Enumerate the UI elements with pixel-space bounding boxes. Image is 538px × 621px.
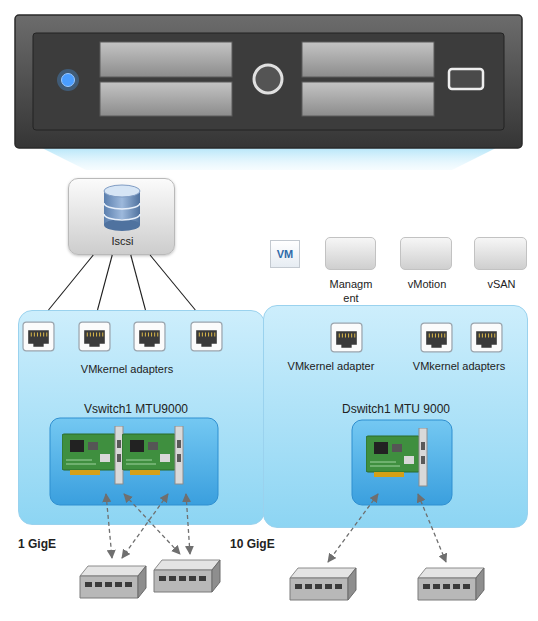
node-label: Iscsi — [69, 234, 176, 248]
drive-bay — [302, 82, 434, 116]
node-label: Vswitch1 MTU9000 — [56, 402, 216, 416]
network-port — [331, 323, 362, 352]
iscsi-cable — [98, 255, 113, 310]
service-box: vMotion — [400, 237, 452, 270]
vswitch-band: VMkernel adaptersVswitch1 MTU9000 — [18, 310, 265, 525]
nic-card — [62, 426, 123, 484]
nic-card — [122, 426, 183, 484]
node-label: VMkernel adapter — [276, 359, 386, 373]
node-label: VMkernel adapters — [404, 359, 514, 373]
server-glow — [38, 146, 500, 170]
network-port — [471, 323, 502, 352]
power-led-glow — [57, 69, 79, 91]
link-speed-label: 10 GigE — [230, 537, 275, 551]
dswitch-band: VMkernel adapter VMkernel adaptersDswitch… — [263, 305, 528, 528]
node-label: vMotion — [395, 277, 459, 291]
physical-switch — [80, 566, 146, 598]
uplink-arrow — [106, 494, 112, 558]
iscsi-cable — [150, 255, 195, 310]
network-port — [79, 322, 110, 351]
uplink-arrows — [106, 494, 446, 562]
network-port — [134, 322, 165, 351]
node-label: VMkernel adapters — [57, 362, 197, 376]
drive-bay — [100, 82, 232, 116]
uplink-arrow — [124, 494, 180, 554]
power-button — [254, 65, 282, 93]
uplink-arrow — [186, 494, 190, 554]
storage-box: Iscsi — [68, 178, 175, 255]
database-ring — [104, 203, 140, 220]
network-port — [23, 322, 54, 351]
node-label: VM — [271, 247, 299, 261]
service-box: vSAN — [474, 237, 527, 270]
database-body — [104, 191, 140, 225]
nic-card — [366, 428, 427, 486]
iscsi-cable — [131, 255, 146, 310]
physical-switch — [418, 568, 484, 600]
uplink-box — [352, 420, 452, 505]
database-top — [104, 185, 140, 197]
uplink-arrow — [418, 494, 446, 562]
physical-switch — [290, 568, 356, 600]
node-label: vSAN — [470, 277, 533, 291]
node-label: Managm ent — [325, 277, 377, 305]
service-box: Managm ent — [325, 237, 376, 270]
iscsi-cable — [49, 255, 94, 310]
physical-switch — [154, 560, 220, 592]
power-led — [62, 74, 75, 87]
database-bottom — [104, 219, 140, 231]
database-icon — [104, 185, 140, 231]
uplink-arrow — [328, 494, 378, 562]
drive-bay — [100, 42, 232, 77]
link-speed-label: 1 GigE — [18, 537, 56, 551]
node-label: Dswitch1 MTU 9000 — [321, 402, 471, 416]
usb-port — [449, 69, 483, 89]
vm-box: VM — [270, 240, 300, 268]
network-port — [421, 323, 452, 352]
server-front-panel — [33, 33, 504, 130]
network-port — [191, 322, 222, 351]
uplink-box — [50, 418, 218, 505]
drive-bay — [302, 42, 434, 77]
uplink-arrow — [122, 494, 168, 558]
server-chassis — [15, 15, 522, 148]
